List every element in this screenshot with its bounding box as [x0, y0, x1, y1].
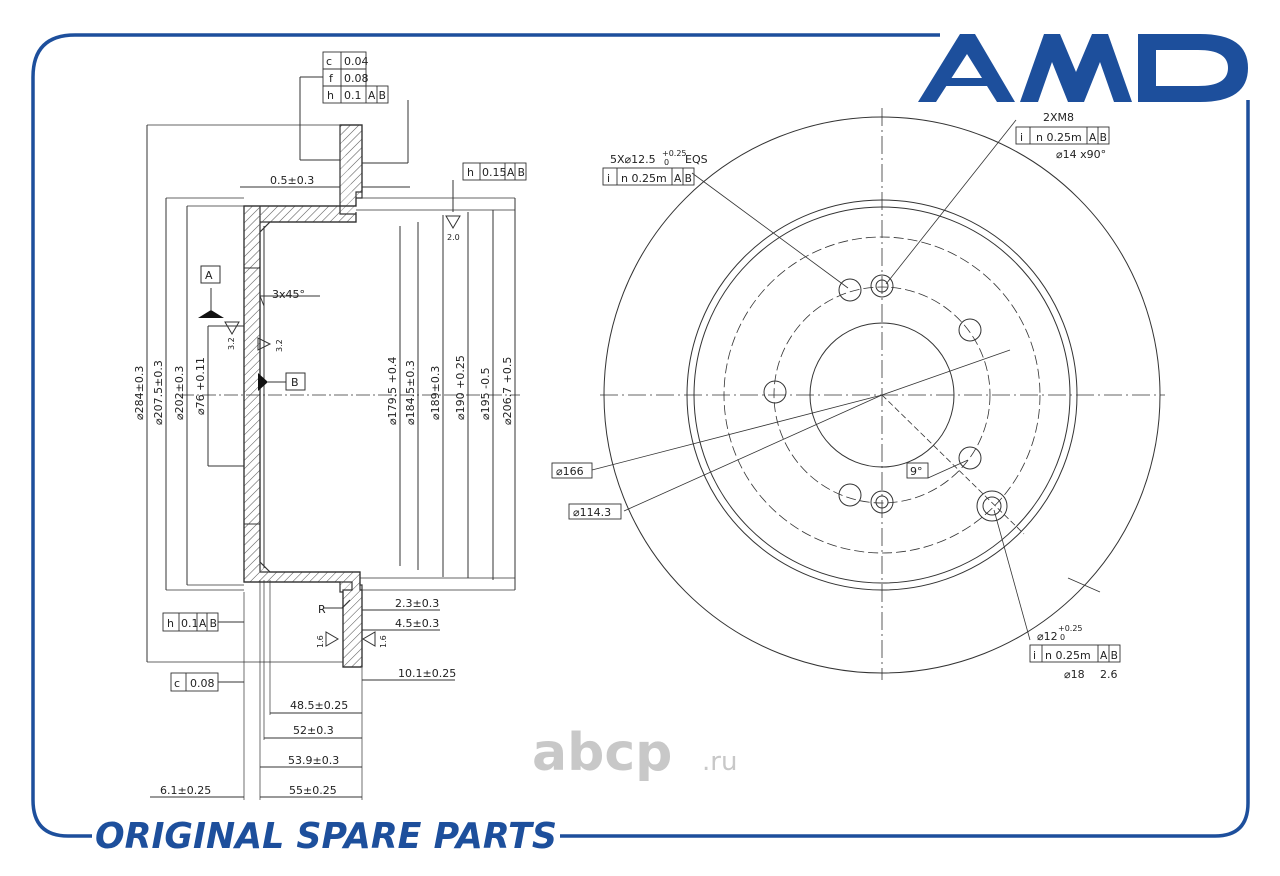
dim-length: 52±0.3 — [293, 724, 334, 737]
bolt-hole-tol0: 0 — [664, 158, 669, 167]
dim-diameter: ⌀195 -0.5 — [479, 367, 492, 420]
countersink-spec: ⌀14 x90° — [1056, 148, 1106, 161]
pcd-1143-box — [568, 503, 622, 520]
tol-sym: f — [329, 72, 334, 85]
datum-a-box — [200, 265, 221, 284]
tol-sym: h — [327, 89, 334, 102]
tol-sym: h — [467, 166, 474, 179]
roughness-label: 1.6 — [379, 635, 388, 648]
tolerance-frame-h015 — [462, 162, 527, 181]
dim-length: 0.5±0.3 — [270, 174, 314, 187]
tol-val: 0.08 — [344, 72, 369, 85]
footer-brand-text: ORIGINAL SPARE PARTS — [95, 816, 557, 857]
tol-val: n 0.25m — [621, 172, 667, 185]
tolerance-frame-h01 — [162, 612, 219, 632]
pcd-166-box — [551, 462, 593, 479]
thread-spec: 2XM8 — [1043, 111, 1074, 124]
tol-ref: A B — [199, 617, 217, 630]
sheet-frame — [31, 33, 1250, 838]
chamfer-label: 3x45° — [272, 288, 305, 301]
tol-sym: i — [1020, 131, 1023, 144]
roughness-symbol — [224, 321, 240, 335]
tol-val: n 0.25m — [1036, 131, 1082, 144]
tol-val: 0.1 — [181, 617, 199, 630]
pcd-166-label: ⌀166 — [556, 465, 584, 478]
roughness-symbol — [445, 215, 461, 229]
datum-a-triangle — [198, 310, 224, 318]
tol-val: n 0.25m — [1045, 649, 1091, 662]
dim-length: 2.3±0.3 — [395, 597, 439, 610]
tol-sym: i — [607, 172, 610, 185]
tol-ref: A B — [507, 166, 525, 179]
roughness-symbol — [257, 337, 272, 351]
tol-val: 0.15 — [482, 166, 507, 179]
dim-diameter: ⌀190 +0.25 — [454, 355, 467, 420]
tol-ref: A B — [674, 172, 692, 185]
pcd-1143-label: ⌀114.3 — [573, 506, 611, 519]
front-view — [591, 108, 1165, 680]
tol-sym: c — [326, 55, 332, 68]
tol-ref: A B — [368, 89, 386, 102]
tol-sym: c — [174, 677, 180, 690]
dim-diameter: ⌀184.5±0.3 — [404, 360, 417, 425]
roughness-symbol — [325, 631, 339, 647]
roughness-label: 1.6 — [316, 635, 325, 648]
position-tolerance-frame — [1029, 644, 1121, 663]
tol-ref: A B — [1100, 649, 1118, 662]
dim-length: 10.1±0.25 — [398, 667, 456, 680]
dim-length: 6.1±0.25 — [160, 784, 211, 797]
amd-logo — [918, 34, 1248, 102]
roughness-label: 3.2 — [275, 339, 284, 352]
dim-diameter: ⌀206.7 +0.5 — [501, 357, 514, 425]
roughness-label: 2.0 — [447, 233, 460, 242]
bolt-hole-spec: 5X⌀12.5 — [610, 153, 656, 166]
datum-b-triangle — [258, 373, 268, 391]
angle-label: 9° — [910, 465, 923, 478]
dim-length: 4.5±0.3 — [395, 617, 439, 630]
eqs-label: EQS — [685, 153, 708, 166]
position-tolerance-frame — [1015, 126, 1110, 145]
roughness-label: 3.2 — [227, 337, 236, 350]
dim-diameter: ⌀179.5 +0.4 — [386, 357, 399, 425]
tol-val: 0.04 — [344, 55, 369, 68]
dim-diameter: ⌀202±0.3 — [173, 366, 186, 420]
tol-ref: A B — [1089, 131, 1107, 144]
watermark-text: abcp — [532, 723, 672, 783]
pin-hole-tol: +0.25 — [1058, 624, 1083, 633]
tol-sym: h — [167, 617, 174, 630]
radius-label: R — [318, 603, 326, 616]
angle-box — [906, 462, 929, 479]
tol-val: 0.1 — [344, 89, 362, 102]
dim-diameter: ⌀76 +0.11 — [194, 357, 207, 415]
dim-diameter: ⌀207.5±0.3 — [152, 360, 165, 425]
watermark-suffix: .ru — [702, 747, 737, 777]
pin-depth-spec: 2.6 — [1100, 668, 1118, 681]
dim-length: 55±0.25 — [289, 784, 337, 797]
dim-diameter: ⌀284±0.3 — [133, 366, 146, 420]
dim-diameter: ⌀189±0.3 — [429, 366, 442, 420]
pin-hole-tol0: 0 — [1060, 633, 1065, 642]
tolerance-frame-top — [322, 51, 389, 104]
pin-csk-spec: ⌀18 — [1064, 668, 1085, 681]
tol-val: 0.08 — [190, 677, 215, 690]
tol-sym: i — [1033, 649, 1036, 662]
section-view — [146, 76, 520, 800]
datum-b-label: B — [291, 376, 299, 389]
pin-hole-spec: ⌀12 — [1037, 630, 1058, 643]
bolt-hole-tol: +0.25 — [662, 149, 687, 158]
position-tolerance-frame — [602, 167, 695, 186]
dim-length: 48.5±0.25 — [290, 699, 348, 712]
datum-a-label: A — [205, 269, 213, 282]
roughness-symbol — [362, 631, 376, 647]
tolerance-frame-c008 — [170, 672, 219, 692]
dim-length: 53.9±0.3 — [288, 754, 339, 767]
